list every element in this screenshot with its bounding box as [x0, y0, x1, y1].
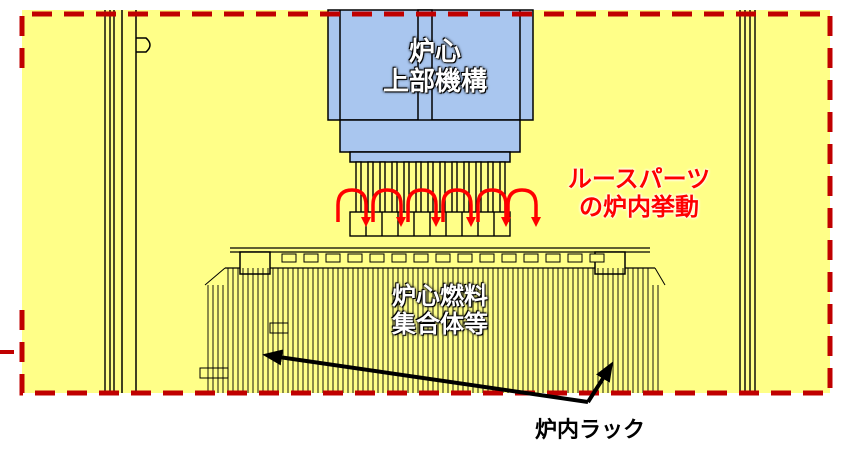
- control-rod: [463, 161, 470, 215]
- motion-loop-arrow: [406, 188, 441, 227]
- fuel-assembly-lines: [207, 268, 659, 393]
- vessel-right-wall: [739, 10, 756, 393]
- region-boundary: [19, 11, 833, 396]
- left-pipe: [121, 10, 151, 393]
- control-rod: [427, 161, 434, 215]
- fuel-assembly-head: [347, 253, 363, 263]
- fuel-assembly-head: [435, 253, 451, 263]
- motion-loop-arrow: [441, 188, 476, 227]
- fuel-assembly-head: [479, 253, 495, 263]
- fuel-assembly-heads: [281, 253, 605, 263]
- fuel-label-line2: 集合体等: [392, 309, 488, 338]
- fuel-assembly-head: [413, 253, 429, 263]
- fuel-label-line1: 炉心燃料: [392, 282, 488, 310]
- motion-loop-arrow: [371, 188, 406, 227]
- core-upper-label-line2: 上部機構: [382, 66, 487, 97]
- fuel-assembly-head: [523, 253, 539, 263]
- rack-label: 炉内ラック: [534, 418, 645, 443]
- loose-parts-label: ルースパーツ の炉内挙動: [544, 165, 734, 221]
- fuel-assembly-head: [281, 253, 297, 263]
- fuel-assembly-head: [325, 253, 341, 263]
- fuel-assembly-head: [369, 253, 385, 263]
- control-rod: [415, 161, 422, 215]
- fuel-assembly-head: [589, 253, 605, 263]
- control-rods: [349, 161, 511, 237]
- core-upper-structure-label: 炉心 上部機構: [360, 37, 510, 98]
- motion-loop-arrow: [476, 188, 511, 227]
- motion-loop-arrow: [506, 188, 541, 227]
- loose-parts-label-line2: の炉内挙動: [579, 192, 699, 221]
- control-rod: [379, 161, 386, 215]
- vessel-left-wall: [104, 10, 115, 393]
- rack-pointer-arrows: [262, 349, 614, 404]
- fuel-assembly-head: [501, 253, 517, 263]
- fuel-assembly-head: [303, 253, 319, 263]
- fuel-assembly-head: [457, 253, 473, 263]
- control-rod: [355, 161, 362, 215]
- control-rod: [391, 161, 398, 215]
- fuel-assembly-head: [391, 253, 407, 263]
- control-rod: [451, 161, 458, 215]
- core-upper-structure: [327, 9, 534, 163]
- core-upper-label-line1: 炉心: [408, 37, 461, 67]
- motion-loop-arrow: [336, 188, 371, 227]
- loose-parts-label-line1: ルースパーツ: [567, 165, 711, 193]
- fuel-assembly-label: 炉心燃料 集合体等: [365, 282, 515, 338]
- fuel-assembly-head: [545, 253, 561, 263]
- fuel-assembly-head: [567, 253, 583, 263]
- loose-parts-motion-arrows: [336, 188, 541, 227]
- control-rod: [487, 161, 494, 215]
